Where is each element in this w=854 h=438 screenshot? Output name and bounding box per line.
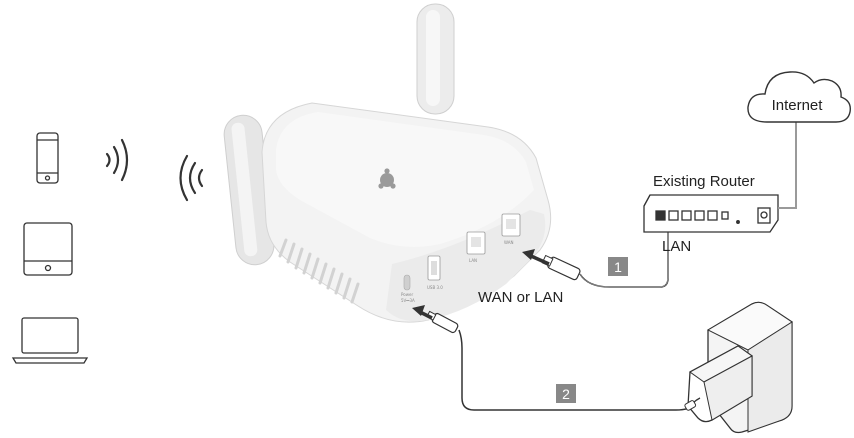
power-port: Power 5V⎓3A xyxy=(401,274,415,303)
wan-or-lan-label: WAN or LAN xyxy=(478,289,563,306)
internet-link xyxy=(778,117,797,209)
svg-text:1: 1 xyxy=(614,259,622,275)
power-cable xyxy=(412,305,695,411)
usb-port-label: USB 3.0 xyxy=(427,285,443,290)
lan-port-label: LAN xyxy=(469,258,477,263)
internet-label: Internet xyxy=(772,97,824,114)
usb-port: USB 3.0 xyxy=(427,255,443,290)
wan-port: WAN xyxy=(501,213,521,245)
step-badge-2: 2 xyxy=(556,384,576,403)
lan-port: LAN xyxy=(466,231,486,263)
existing-router xyxy=(643,194,779,233)
laptop-icon xyxy=(11,317,89,364)
step-badge-1: 1 xyxy=(608,257,628,276)
travel-router: Power 5V⎓3A USB 3.0 LAN WAN xyxy=(223,3,552,323)
vent-grille xyxy=(278,238,360,304)
tablet-icon xyxy=(23,222,73,276)
arrow-icon xyxy=(522,249,550,266)
wifi-signal-icon xyxy=(179,154,204,202)
existing-router-label: Existing Router xyxy=(653,173,755,190)
cloud-icon xyxy=(747,71,851,123)
ethernet-cable-icon xyxy=(522,227,669,288)
lan-label: LAN xyxy=(662,238,691,255)
wan-port-label: WAN xyxy=(504,240,513,245)
power-port-label: Power xyxy=(401,292,413,297)
svg-text:2: 2 xyxy=(562,386,570,402)
wifi-signal-icon xyxy=(105,138,129,182)
arrow-icon xyxy=(412,305,433,320)
power-spec-label: 5V⎓3A xyxy=(401,298,415,303)
smartphone-icon xyxy=(36,132,59,184)
brand-logo-icon xyxy=(378,168,396,189)
power-adapter-icon xyxy=(684,345,753,423)
